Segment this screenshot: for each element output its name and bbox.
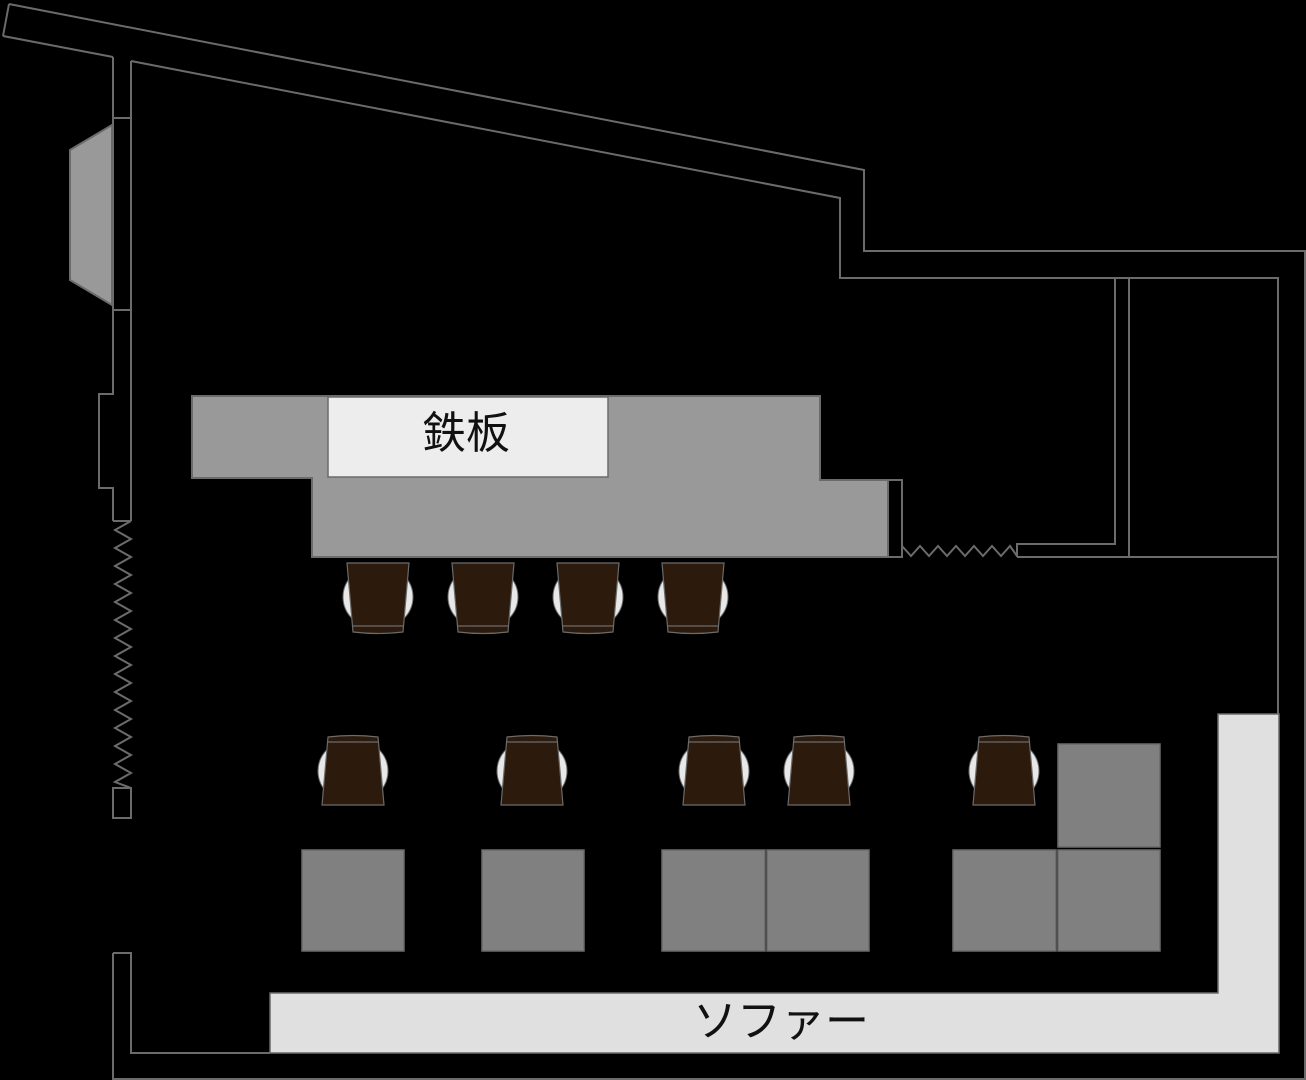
tables-group	[301, 743, 1161, 952]
table-3	[661, 849, 766, 952]
table-chair-1	[317, 734, 389, 806]
table-chair-3	[678, 734, 750, 806]
counter-chair-3	[552, 562, 624, 635]
table-chair-4	[783, 734, 855, 806]
griddle-label: 鉄板	[422, 408, 510, 459]
table-2	[481, 849, 585, 952]
bottom-left-wall	[113, 952, 270, 1054]
table-7	[1057, 743, 1161, 848]
bottom-outer-wall	[112, 953, 1306, 1080]
table-chairs-group	[317, 734, 1040, 806]
table-4	[766, 849, 870, 952]
table-1	[301, 849, 405, 952]
left-wall-post	[112, 787, 132, 819]
top-slanted-wall-inner	[2, 35, 114, 58]
entrance-awning	[69, 123, 113, 307]
left-wall-outer	[98, 57, 114, 521]
table-5	[952, 849, 1057, 952]
counter-end-post	[887, 479, 903, 558]
counter-chair-1	[342, 562, 414, 635]
griddle	[327, 396, 609, 478]
counter-chairs-group	[342, 562, 729, 635]
right-zigzag-partition	[901, 544, 1018, 558]
top-slanted-wall	[8, 3, 1306, 252]
left-zigzag-partition	[112, 520, 134, 789]
counter-chair-4	[657, 562, 729, 635]
table-chair-2	[496, 734, 568, 806]
table-6	[1057, 849, 1161, 952]
top-wall-left-cap	[2, 3, 10, 37]
counter-chair-2	[447, 562, 519, 635]
table-chair-5	[968, 734, 1040, 806]
top-slanted-wall-inner-right	[130, 60, 1279, 557]
sofa	[269, 713, 1280, 1054]
sofa-label: ソファー	[693, 996, 869, 1047]
kitchen-partition	[1016, 277, 1278, 558]
